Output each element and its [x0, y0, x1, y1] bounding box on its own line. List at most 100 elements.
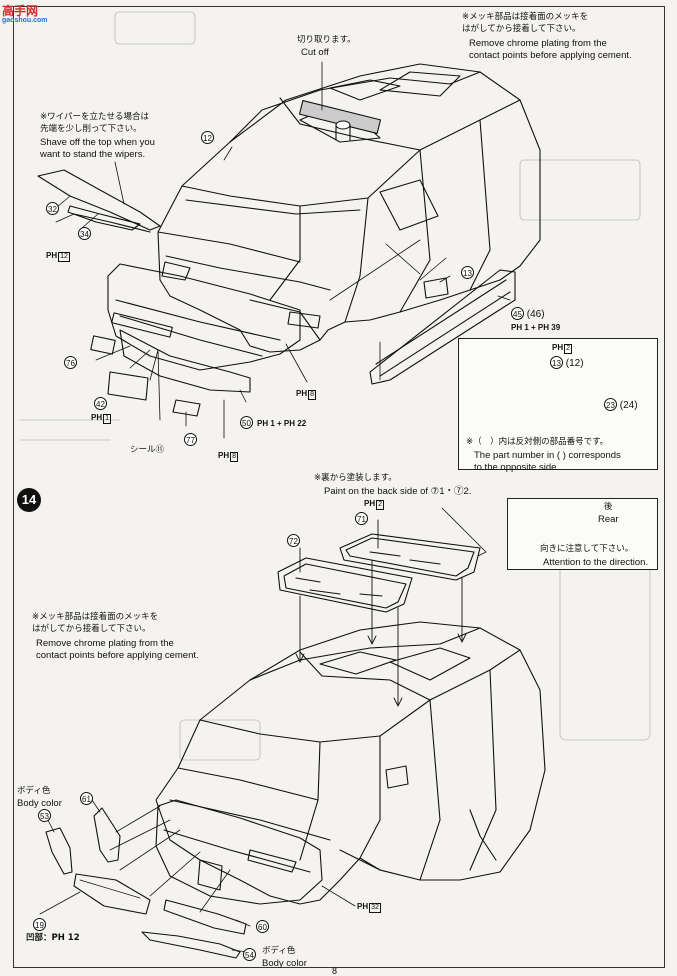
part-number-42: 42 — [94, 397, 107, 410]
mirror-part-13-12: 13 (12) — [550, 356, 584, 370]
part-number-77: 77 — [184, 433, 197, 446]
ph-num: 8 — [230, 452, 239, 462]
body-color-1-en: Body color — [17, 798, 62, 809]
chrome-note-2-en-1: Remove chrome plating from the — [36, 638, 174, 649]
ph-label-45: PH 1 + PH 39 — [511, 323, 561, 332]
page-number: 8 — [332, 966, 338, 976]
direction-note-jp: 向きに注意して下さい。 — [540, 544, 634, 554]
direction-box — [507, 498, 658, 570]
ph-prefix: PH — [364, 499, 376, 508]
part-50-shape — [119, 329, 251, 393]
wiper-note-en-2: want to stand the wipers. — [40, 148, 146, 160]
part-number-61: 61 — [80, 792, 93, 805]
bottom-van-body — [155, 621, 546, 905]
chrome-note-2-jp-2: はがしてから接着して下さい。 — [32, 623, 151, 634]
wiper-note-en-1: Shave off the top when you — [40, 137, 155, 148]
seal-label: シール⑪ — [130, 445, 165, 455]
part-number-32: 32 — [46, 202, 59, 215]
part-number-76: 76 — [64, 356, 77, 369]
front-bumper-bottom — [155, 799, 323, 905]
part-number-19: 19 — [33, 918, 46, 931]
mirror-note-en: The part number in ( ) corresponds to th… — [474, 450, 621, 473]
leader-lines-bottom — [39, 799, 356, 953]
part-number-45-46: 45 (46) — [511, 307, 545, 321]
body-color-2-en: Body color — [262, 958, 307, 969]
side-skirt-top — [369, 269, 516, 385]
wiper-note-jp-1: ※ワイパーを立たせる場合は — [40, 112, 149, 122]
body-color-2-jp: ボディ色 — [262, 946, 296, 956]
part-number-45: 45 — [511, 307, 524, 320]
part-19-shape — [73, 873, 151, 915]
chrome-note-en-2: contact points before applying cement. — [469, 49, 632, 61]
mirror-part-23-24: 23 (24) — [604, 398, 638, 412]
chrome-note-en: Remove chrome plating from the contact p… — [469, 38, 632, 61]
part-54-shape — [141, 931, 241, 959]
mirror-note-en-2: to the opposite side. — [474, 461, 560, 473]
leader-lines-top — [55, 61, 511, 439]
cut-off-en: Cut off — [301, 47, 329, 58]
part-number-72: 72 — [287, 534, 300, 547]
wiper-note-jp: ※ワイパーを立たせる場合は 先端を少し削って下さい。 — [40, 112, 149, 135]
page-frame — [13, 6, 665, 968]
watermark-sub: gaoshou.com — [2, 17, 48, 24]
direction-rear-en: Rear — [598, 514, 619, 525]
chrome-note-jp-2: はがしてから接着して下さい。 — [462, 23, 581, 34]
paint-note-jp: ※裏から塗装します。 — [314, 473, 397, 483]
part-number-12b: (12) — [565, 358, 584, 369]
ph-prefix: PH — [552, 343, 564, 352]
ph-num: 2 — [376, 500, 385, 510]
chrome-note-jp: ※メッキ部品は接着面のメッキを はがしてから接着して下さい。 — [462, 12, 588, 35]
chrome-note-2-en: Remove chrome plating from the contact p… — [36, 638, 199, 661]
watermark-brand: 高手网 — [2, 4, 39, 18]
step-number-badge: 14 — [17, 488, 41, 512]
wiper-note-en: Shave off the top when you want to stand… — [40, 137, 155, 160]
ph-num: 2 — [564, 344, 573, 354]
part-number-60: 60 — [256, 920, 269, 933]
part-60-shape — [163, 899, 247, 935]
chrome-note-jp-1: ※メッキ部品は接着面のメッキを — [462, 12, 589, 22]
part-number-23: 23 — [604, 398, 617, 411]
ph-prefix: PH — [46, 251, 58, 260]
ph-num: 1 — [103, 414, 112, 424]
part-number-24: (24) — [619, 400, 638, 411]
part-number-71: 71 — [355, 512, 368, 525]
watermark-logo: 高手网 gaoshou.com — [2, 2, 48, 24]
ph-num: 8 — [308, 390, 317, 400]
top-van-body — [157, 63, 541, 353]
wiper-parts — [37, 169, 161, 233]
chrome-note-2-jp-1: ※メッキ部品は接着面のメッキを — [32, 612, 159, 622]
part-77-shape — [172, 399, 201, 417]
paint-note-en: Paint on the back side of ⑦1・⑦2. — [324, 486, 472, 497]
ph-prefix: PH — [357, 902, 369, 911]
body-color-1-jp: ボディ色 — [17, 786, 51, 796]
part-number-34: 34 — [78, 227, 91, 240]
chrome-note-en-1: Remove chrome plating from the — [469, 38, 607, 49]
part-42-shape — [107, 371, 149, 401]
front-bumper-top — [107, 263, 301, 371]
part-number-53: 53 — [38, 809, 51, 822]
mirror-note-jp: ※（ ）内は反対側の部品番号です。 — [466, 437, 609, 447]
part-number-13: 13 — [461, 266, 474, 279]
ph-prefix: PH — [218, 451, 230, 460]
mirror-note-en-1: The part number in ( ) corresponds — [474, 450, 621, 461]
ph-prefix: PH — [91, 413, 103, 422]
part-number-46: (46) — [526, 309, 545, 320]
ph-prefix: PH — [296, 389, 308, 398]
chrome-note-2-jp: ※メッキ部品は接着面のメッキを はがしてから接着して下さい。 — [32, 612, 158, 635]
direction-note-en: Attention to the direction. — [543, 557, 649, 568]
part-number-54: 54 — [243, 948, 256, 961]
part-number-12: 12 — [201, 131, 214, 144]
ph-num: 12 — [58, 252, 70, 262]
ph-num: 32 — [369, 903, 381, 913]
cut-off-jp: 切り取ります。 — [297, 35, 356, 45]
roof-glass-panels — [277, 533, 481, 613]
part-number-13b: 13 — [550, 356, 563, 369]
